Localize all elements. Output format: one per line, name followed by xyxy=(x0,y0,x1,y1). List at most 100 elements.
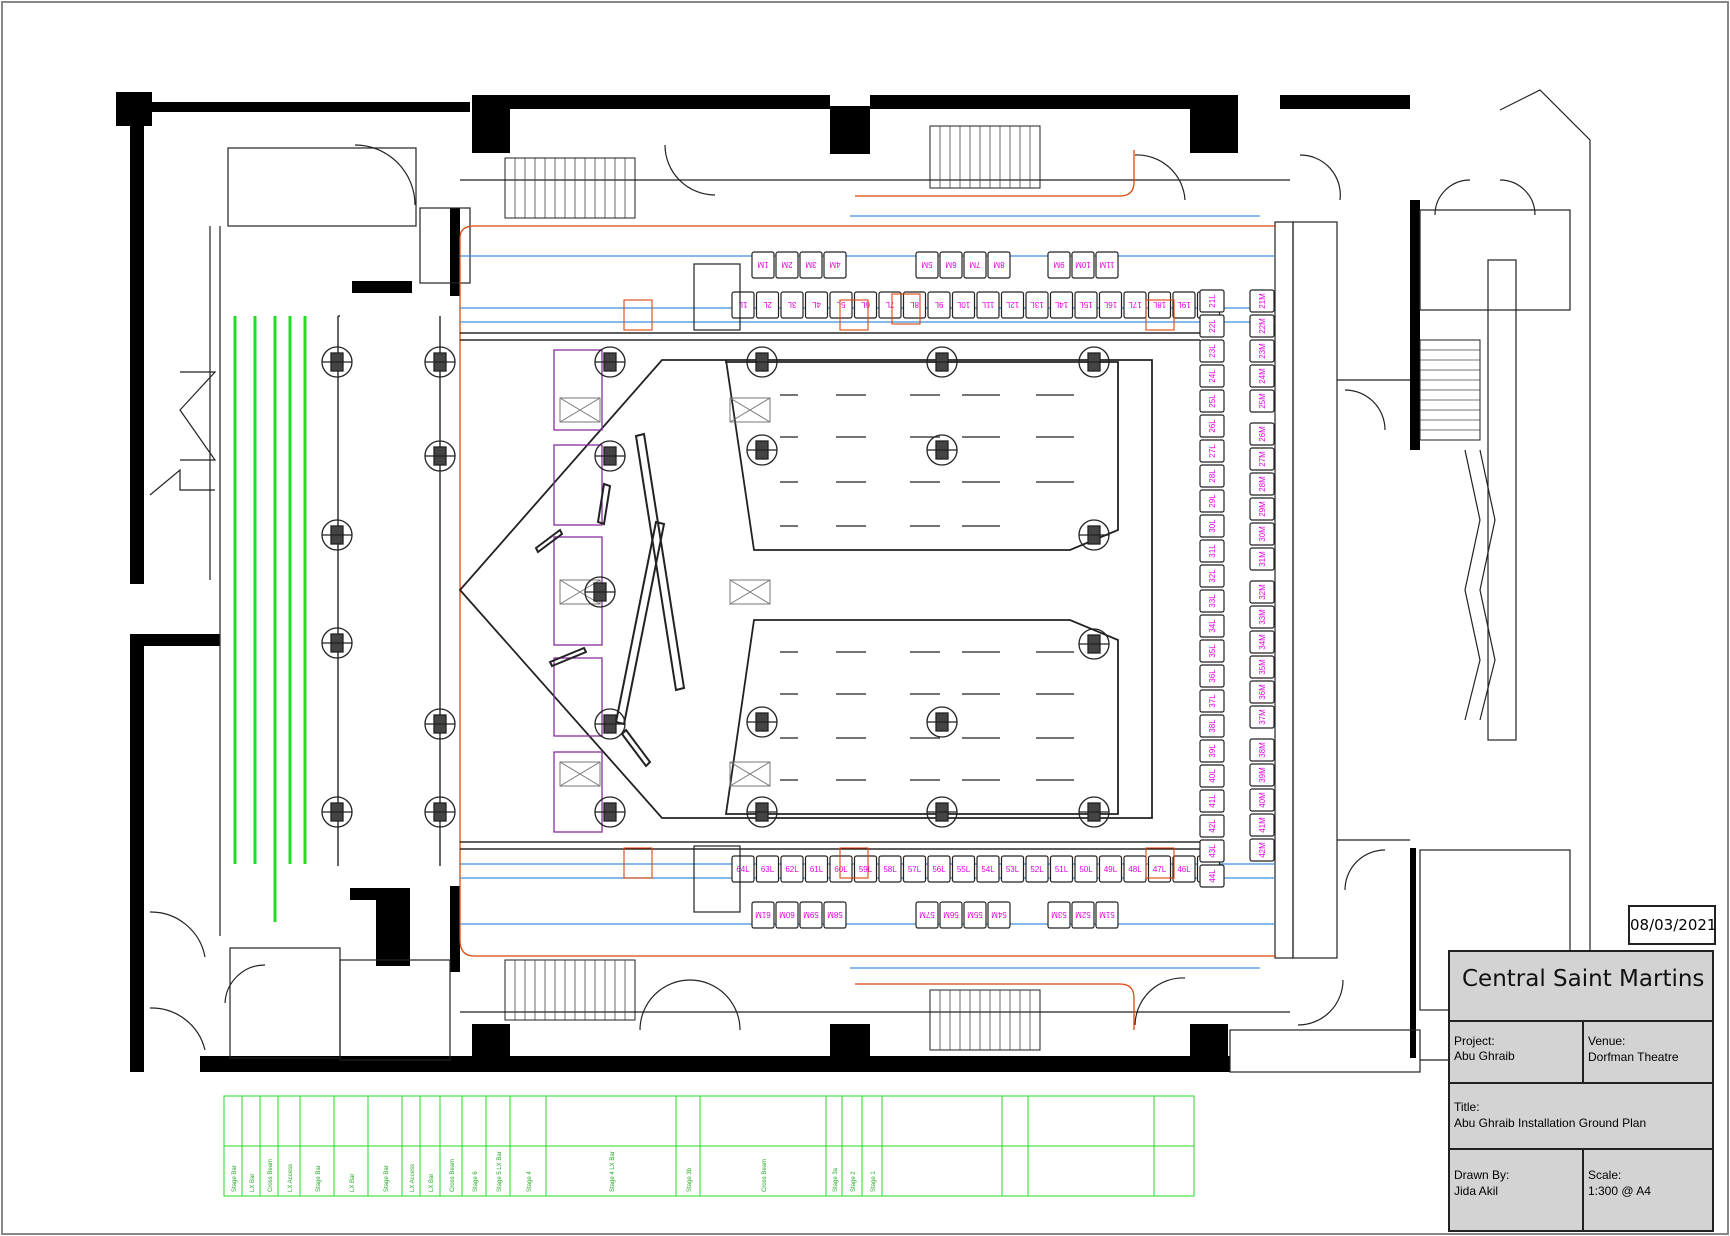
seat xyxy=(1249,580,1275,604)
seat-label: 39L xyxy=(1208,744,1217,758)
seat-label: 4M xyxy=(829,260,840,269)
seat xyxy=(804,855,829,883)
seat-label: 2M xyxy=(781,260,792,269)
seat-label: 58L xyxy=(883,865,897,874)
seat xyxy=(1199,539,1225,563)
seat xyxy=(927,855,951,883)
seat-label: 38M xyxy=(1258,742,1267,758)
seat xyxy=(1249,497,1275,521)
seat-label: 3L xyxy=(787,300,796,309)
seat-label: 54M xyxy=(991,910,1007,919)
seat xyxy=(1249,838,1275,862)
seat-label: 61M xyxy=(755,910,771,919)
seat xyxy=(751,901,775,929)
seat xyxy=(878,855,902,883)
seat xyxy=(951,291,976,319)
gallery-edges xyxy=(337,315,1200,866)
seat xyxy=(1249,705,1275,729)
seat xyxy=(1071,901,1095,929)
seat-label: 51M xyxy=(1099,910,1115,919)
fly-table-label: Stage Bar xyxy=(384,1165,390,1192)
wheelchair-space xyxy=(693,845,741,913)
seat-label: 31L xyxy=(1208,544,1217,558)
seat-label: 28L xyxy=(1208,469,1217,483)
seat xyxy=(1249,547,1275,571)
seat-label: 22L xyxy=(1208,319,1217,333)
seat xyxy=(1249,364,1275,388)
seat xyxy=(1199,839,1225,863)
seat-label: 11L xyxy=(981,300,994,309)
seat-label: 23L xyxy=(1208,344,1217,358)
seat-label: 15L xyxy=(1079,300,1093,309)
seat xyxy=(1025,855,1049,883)
seat xyxy=(780,291,804,319)
title-block-institution: Central Saint Martins xyxy=(1448,950,1714,1022)
seat xyxy=(1249,813,1275,837)
seat xyxy=(1199,614,1225,638)
seat-label: 46L xyxy=(1177,865,1191,874)
seat xyxy=(1199,389,1225,413)
seat xyxy=(799,251,823,279)
seat-label: 42L xyxy=(1208,819,1217,833)
seat xyxy=(1199,814,1225,838)
seat xyxy=(1249,763,1275,787)
seat-label: 25M xyxy=(1258,393,1267,409)
crossed-box-line xyxy=(559,761,601,787)
seat xyxy=(951,855,976,883)
seat-label: 14L xyxy=(1054,300,1068,309)
seat-label: 5M xyxy=(921,260,932,269)
seat xyxy=(878,291,902,319)
seat xyxy=(1249,472,1275,496)
seat xyxy=(1199,289,1225,313)
crossed-box xyxy=(729,397,771,423)
project-value: Abu Ghraib xyxy=(1454,1049,1515,1063)
title-block-title: Title: Abu Ghraib Installation Ground Pl… xyxy=(1448,1082,1714,1150)
tech-box xyxy=(1145,847,1175,879)
seat-label: 32M xyxy=(1258,584,1267,600)
seat xyxy=(976,291,1000,319)
seat-label: 21M xyxy=(1258,293,1267,309)
seat xyxy=(927,291,951,319)
seat-label: 35L xyxy=(1208,644,1217,658)
fly-table-label: Stage 6 xyxy=(473,1171,479,1192)
fly-table-label: Stage 1 xyxy=(871,1171,877,1192)
seat xyxy=(799,901,823,929)
seat-label: 11M xyxy=(1099,260,1114,269)
crossed-box-line xyxy=(559,397,601,423)
seat-label: 6L xyxy=(861,300,870,309)
seat-label: 18L xyxy=(1152,300,1166,309)
seat xyxy=(1049,291,1074,319)
title-value: Abu Ghraib Installation Ground Plan xyxy=(1454,1116,1647,1130)
seat xyxy=(987,251,1011,279)
seat-label: 37L xyxy=(1208,694,1217,708)
seat-label: 12L xyxy=(1005,300,1019,309)
seat-label: 9L xyxy=(934,300,943,309)
seat xyxy=(1025,291,1049,319)
seat-label: 3M xyxy=(805,260,816,269)
seat xyxy=(1199,714,1225,738)
seat xyxy=(1249,289,1275,313)
seat xyxy=(939,251,963,279)
tech-box xyxy=(1145,299,1175,331)
fly-table-label: Stage 4 xyxy=(527,1171,533,1192)
fly-table-label: Stage 5 LX Bar xyxy=(497,1151,503,1192)
seat xyxy=(963,251,987,279)
seat xyxy=(1199,739,1225,763)
seat xyxy=(987,901,1011,929)
seat-label: 57L xyxy=(908,865,922,874)
seat xyxy=(1000,291,1025,319)
seat-label: 37M xyxy=(1258,709,1267,725)
fly-table-label: Stage 4 LX Bar xyxy=(610,1151,616,1192)
drawn-by-label: Drawn By: xyxy=(1454,1168,1510,1182)
seat xyxy=(1199,489,1225,513)
seat xyxy=(1199,589,1225,613)
fly-table-label: LX Access xyxy=(288,1164,294,1192)
seat-label: 52M xyxy=(1075,910,1091,919)
seat-label: 42M xyxy=(1258,842,1267,858)
crossed-box xyxy=(729,579,771,605)
seat-label: 44L xyxy=(1208,869,1217,883)
tech-box xyxy=(623,847,653,879)
seat-label: 27L xyxy=(1208,444,1217,458)
doors xyxy=(149,144,1536,1051)
scale-value: 1:300 @ A4 xyxy=(1588,1184,1651,1198)
